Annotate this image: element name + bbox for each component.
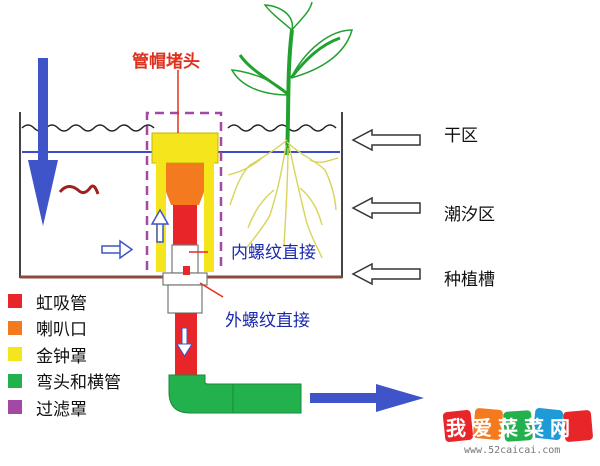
logo-url: www.52caicai.com <box>464 445 561 456</box>
legend: 虹吸管 喇叭口 金钟罩 弯头和横管 过滤罩 <box>8 288 121 421</box>
tidal-zone-arrow <box>351 196 421 220</box>
inlet-arrow-icon <box>101 239 134 260</box>
legend-label: 过滤罩 <box>36 399 87 420</box>
site-logo: 我爱菜菜网 www.52caicai.com <box>436 405 600 462</box>
legend-swatch <box>8 347 22 362</box>
legend-label: 金钟罩 <box>36 346 87 367</box>
logo-text: 我爱菜菜网 <box>446 416 576 440</box>
planting-tank-label: 种植槽 <box>444 270 495 290</box>
legend-item-elbow-pipe: 弯头和横管 <box>8 368 121 395</box>
legend-item-filter-cover: 过滤罩 <box>8 394 121 421</box>
legend-swatch <box>8 294 22 309</box>
plant-roots <box>227 139 339 259</box>
legend-swatch <box>8 373 22 388</box>
outer-thread-connector <box>162 266 208 314</box>
cap-label: 管帽堵头 <box>132 52 200 72</box>
legend-label: 虹吸管 <box>36 293 87 314</box>
outer-thread-label: 外螺纹直接 <box>225 311 310 331</box>
outer-thread-pointer-line <box>199 282 224 298</box>
inner-thread-label: 内螺纹直接 <box>231 243 316 263</box>
siphon-pipe-upper <box>173 205 197 245</box>
legend-label: 喇叭口 <box>36 320 87 341</box>
legend-item-bell-cover: 金钟罩 <box>8 341 121 368</box>
tidal-zone-label: 潮汐区 <box>444 205 495 225</box>
down-arrow-icon <box>176 327 193 357</box>
dry-zone-label: 干区 <box>444 126 478 146</box>
legend-swatch <box>8 400 22 415</box>
legend-item-siphon-pipe: 虹吸管 <box>8 288 121 315</box>
water-outflow-arrow <box>310 384 424 412</box>
dry-zone-arrow <box>351 128 421 152</box>
funnel <box>166 163 204 205</box>
worm-icon <box>58 184 100 195</box>
up-arrow-icon <box>150 208 170 243</box>
legend-swatch <box>8 320 22 335</box>
filter-cover <box>145 111 223 270</box>
planting-tank-arrow <box>351 262 421 286</box>
elbow-and-horizontal-pipe <box>168 374 302 414</box>
plant-icon <box>230 1 353 156</box>
legend-label: 弯头和横管 <box>36 373 121 394</box>
water-inflow-arrow <box>28 58 58 226</box>
legend-item-funnel: 喇叭口 <box>8 315 121 342</box>
